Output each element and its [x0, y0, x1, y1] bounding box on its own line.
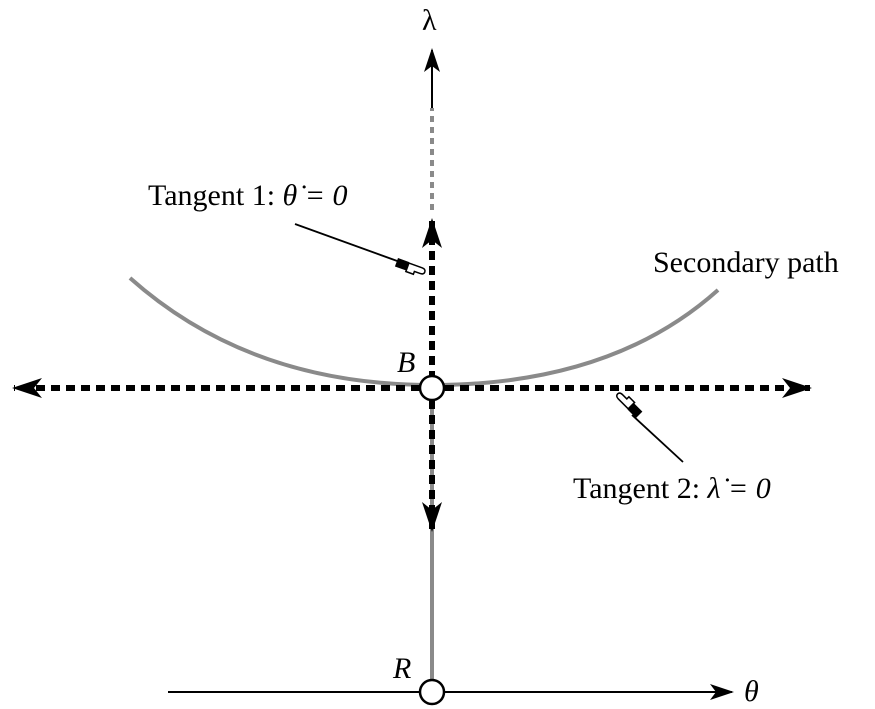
tangent1-label: Tangent 1: θ̇ = 0: [148, 179, 348, 212]
tangent2-label: Tangent 2: λ̇ = 0: [573, 472, 771, 505]
point-r-label: R: [392, 652, 411, 685]
point-b-label: B: [397, 346, 415, 379]
lambda-axis-label: λ: [422, 4, 437, 37]
point-b: [418, 374, 446, 402]
tangent1-math: θ̇ = 0: [283, 179, 348, 212]
point-r: [418, 678, 446, 706]
pointing-hand-icon: [615, 392, 643, 418]
tangent2-leader: [631, 414, 684, 463]
secondary-path-label: Secondary path: [653, 246, 839, 279]
tangent1-leader: [294, 223, 401, 263]
theta-axis-label: θ: [744, 675, 759, 708]
tangent2-math: λ̇ = 0: [707, 472, 771, 505]
tangent2-text: Tangent 2:: [573, 472, 708, 505]
pointing-hand-icon: [394, 258, 426, 276]
tangent1-text: Tangent 1:: [148, 179, 283, 212]
secondary-path: [128, 276, 720, 388]
